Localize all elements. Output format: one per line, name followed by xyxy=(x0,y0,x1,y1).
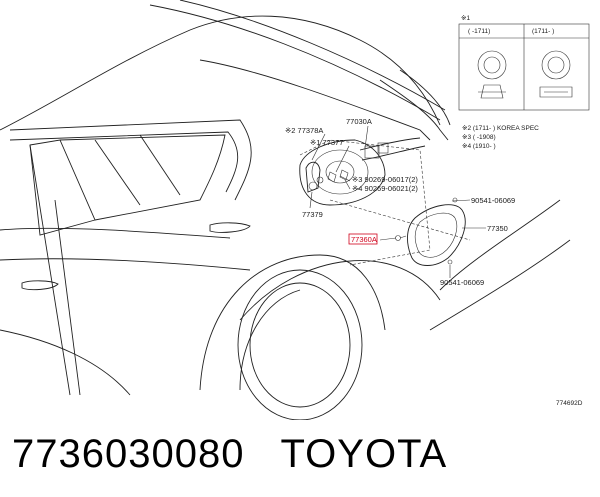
part-number: 7736030080 xyxy=(12,431,245,476)
callout-77360a-highlight[interactable]: 77360A xyxy=(348,233,378,245)
callout-77360a[interactable]: 77360A xyxy=(351,235,377,244)
parts-diagram: ※1 ( -1711) (1711- ) ※2 (1711- ) KOREA S… xyxy=(0,0,590,420)
brand-name: TOYOTA xyxy=(280,431,448,476)
callout-90269-06021[interactable]: ※4 90269-06021(2) xyxy=(352,184,418,193)
note-from-1910: ※4 (1910- ) xyxy=(462,143,496,150)
note-up-to-1908: ※3 ( -1908) xyxy=(462,134,496,141)
inset-variant-b-label: (1711- ) xyxy=(532,28,554,35)
filler-housing-drawing xyxy=(299,137,426,206)
leader-lines xyxy=(309,125,486,278)
inset-title: ※1 xyxy=(461,15,470,22)
callout-77378a[interactable]: ※2 77378A xyxy=(285,126,323,135)
callout-77030a[interactable]: 77030A xyxy=(346,117,372,126)
inset-panel xyxy=(458,23,590,111)
callout-77350[interactable]: 77350 xyxy=(487,224,508,233)
callout-90541-06069-top[interactable]: 90541-06069 xyxy=(471,196,515,205)
clip-variant-a-drawing xyxy=(477,50,507,99)
inset-variant-a-label: ( -1711) xyxy=(468,28,490,35)
callout-77377[interactable]: ※1 77377 xyxy=(310,138,343,147)
fuel-lid-drawing xyxy=(407,197,466,266)
callout-90541-06069-bottom[interactable]: 90541-06069 xyxy=(440,278,484,287)
clip-variant-b-drawing xyxy=(539,50,573,98)
screw-drawing xyxy=(395,235,407,241)
callout-77379[interactable]: 77379 xyxy=(302,210,323,219)
highlight-box xyxy=(348,233,378,245)
part-footer: 7736030080 TOYOTA xyxy=(12,428,447,480)
figure-code: 774692D xyxy=(556,400,583,407)
callout-90269-06017[interactable]: ※3 90269-06017(2) xyxy=(352,175,418,184)
note-korea-spec: ※2 (1711- ) KOREA SPEC xyxy=(462,125,539,132)
car-body-drawing xyxy=(0,0,571,420)
